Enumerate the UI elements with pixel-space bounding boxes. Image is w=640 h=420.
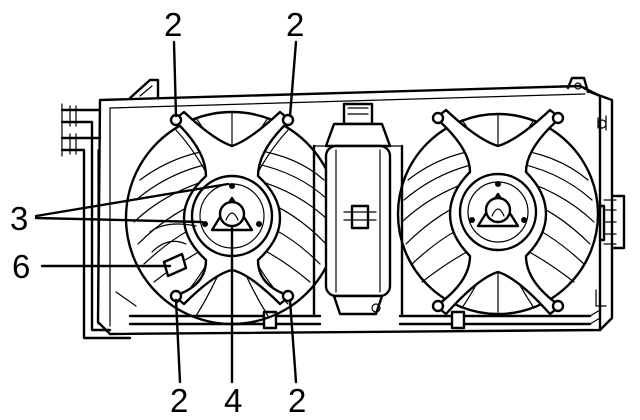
left-fan-bolt-tr [281,113,295,127]
right-pipe-fittings [595,115,626,307]
top-left-bracket [128,78,160,100]
callout-2-bottom-left: 2 [170,382,188,419]
receiver-dryer [312,102,404,318]
callout-labels: 2 2 3 6 2 4 2 [10,6,306,419]
left-motor-screw-top [229,183,235,189]
left-motor-screw-left [202,221,208,227]
callout-2-top-left: 2 [164,6,182,43]
top-right-bracket [566,76,590,94]
left-motor-screw-right [256,221,262,227]
bottom-pipe-run [128,309,601,330]
callout-4: 4 [224,382,242,419]
left-fan-bolt-br [281,289,295,303]
right-fan [396,108,600,316]
fan-motor-connector [162,252,188,278]
left-pipe-fittings [60,103,137,340]
callout-6: 6 [12,248,30,285]
callout-3: 3 [10,200,28,237]
callout-leader-lines [34,40,298,384]
callout-2-top-right: 2 [286,6,304,43]
callout-2-bottom-right: 2 [288,382,306,419]
